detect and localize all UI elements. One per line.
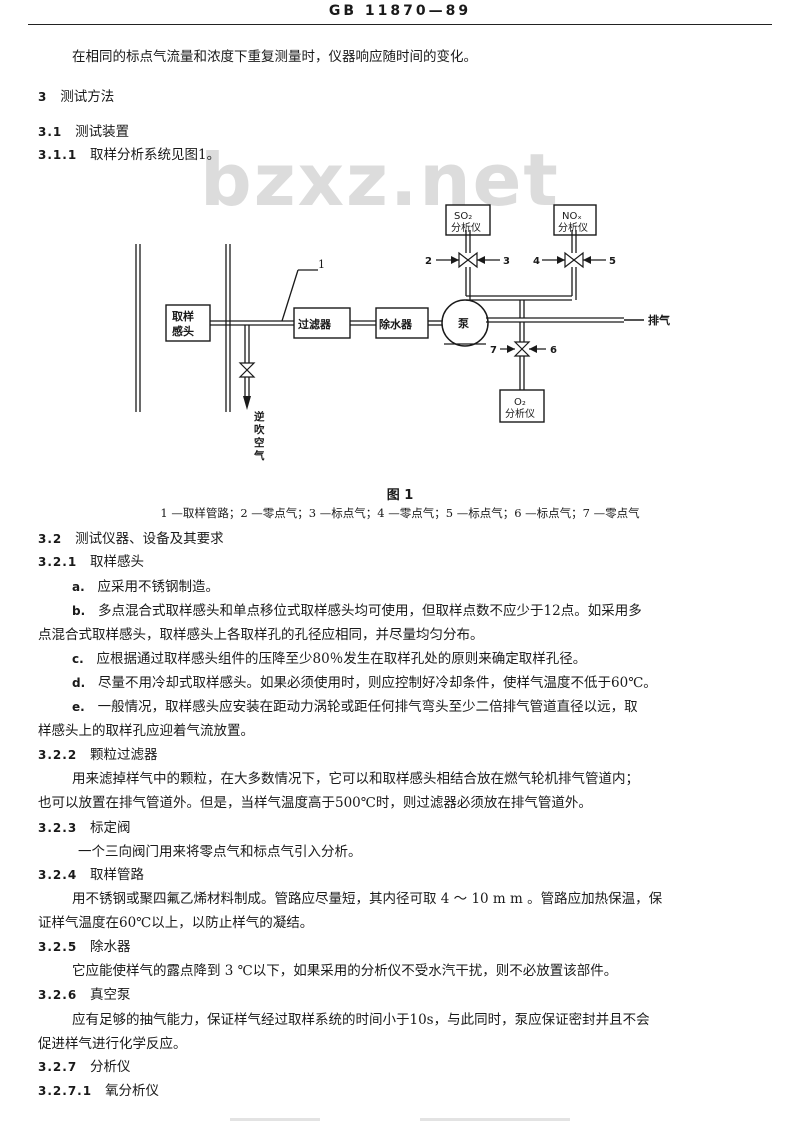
section-title: 取样感头	[90, 554, 145, 570]
item-label: e.	[72, 700, 85, 714]
section-3-2-4-heading: 3.2.4 取样管路	[38, 866, 144, 884]
so2-analyzer-line2: 分析仪	[451, 221, 481, 234]
item-b-line2: 点混合式取样感头，取样感头上各取样孔的孔径应相同，并尽量均匀分布。	[38, 627, 484, 643]
section-title: 取样管路	[90, 867, 145, 883]
probe-label-line2: 感头	[172, 324, 194, 338]
dewater-label: 除水器	[379, 317, 413, 331]
text-line: 也可以放置在排气管道外。但是，当样气温度高于500℃时，则过滤器必须放在排气管道…	[38, 795, 592, 811]
item-c: c. 应根据通过取样感头组件的压降至少80％发生在取样孔处的原则来确定取样孔径。	[72, 650, 586, 668]
watermark: bzxz.net	[200, 138, 560, 222]
section-3-1-heading: 3.1 测试装置	[38, 123, 129, 141]
item-d: d. 尽量不用冷却式取样感头。如果必须使用时，则应控制好冷却条件，使样气温度不低…	[72, 674, 657, 692]
item-text: 应根据通过取样感头组件的压降至少80％发生在取样孔处的原则来确定取样孔径。	[96, 651, 587, 667]
header-rule	[28, 24, 772, 25]
section-3-2-6-heading: 3.2.6 真空泵	[38, 986, 131, 1004]
section-title: 颗粒过滤器	[90, 747, 158, 763]
exhaust-label: 排气	[648, 313, 670, 327]
item-label: b.	[72, 604, 86, 618]
section-3-2-2-heading: 3.2.2 颗粒过滤器	[38, 746, 158, 764]
o2-analyzer-line1: O₂	[514, 397, 526, 408]
section-number: 3.2.4	[38, 868, 78, 882]
text-line: 用不锈钢或聚四氟乙烯材料制成。管路应尽量短，其内径可取 4 ～ 10 m m 。…	[72, 891, 663, 907]
item-text: 多点混合式取样感头和单点移位式取样感头均可使用，但取样点数不应少于12点。如采用…	[98, 603, 642, 619]
section-number: 3.2.2	[38, 748, 78, 762]
figure-legend: 1 —取样管路；2 —零点气；3 —标点气；4 —零点气；5 —标点气；6 —标…	[160, 506, 640, 520]
scan-artifact	[230, 1118, 320, 1121]
section-number: 3.2.7.1	[38, 1084, 93, 1098]
section-number: 3.2.5	[38, 940, 78, 954]
section-number: 3.2.1	[38, 555, 78, 569]
section-title: 真空泵	[90, 987, 131, 1003]
valve-label-4: 4	[533, 256, 540, 267]
pump-label: 泵	[458, 317, 469, 330]
section-3-2-1-heading: 3.2.1 取样感头	[38, 553, 144, 571]
item-label: c.	[72, 652, 84, 666]
text-line: 它应能使样气的露点降到 3 ℃以下，如果采用的分析仪不受水汽干扰，则不必放置该部…	[72, 963, 618, 979]
figure-title: 图 1	[386, 488, 414, 503]
so2-analyzer-line1: SO₂	[454, 211, 472, 222]
section-number: 3.2.3	[38, 821, 78, 835]
section-number: 3.2	[38, 532, 63, 546]
section-3-2-5-heading: 3.2.5 除水器	[38, 938, 131, 956]
backblow-char-4: 气	[253, 449, 265, 462]
item-text: 一般情况，取样感头应安装在距动力涡轮或距任何排气弯头至少二倍排气管道直径以远，取	[97, 699, 638, 715]
valve-label-6: 6	[550, 345, 557, 356]
text-line: 证样气温度在60℃以上，以防止样气的凝结。	[38, 915, 314, 931]
o2-analyzer-line2: 分析仪	[505, 407, 535, 420]
text-line: 一个三向阀门用来将零点气和标点气引入分析。	[78, 844, 362, 860]
section-3-2-heading: 3.2 测试仪器、设备及其要求	[38, 530, 224, 548]
section-title: 测试装置	[75, 124, 130, 140]
item-text: 尽量不用冷却式取样感头。如果必须使用时，则应控制好冷却条件，使样气温度不低于60…	[98, 675, 657, 691]
section-3-1-1-line: 3.1.1 取样分析系统见图1。	[38, 146, 220, 164]
valve-label-3: 3	[503, 256, 510, 267]
sampling-system-diagram: 1 取样 感头 过滤器 除水器 泵 排气 SO₂ 分析仪 NOₓ 分析仪 O₂ …	[135, 204, 670, 462]
item-e-line2: 样感头上的取样孔应迎着气流放置。	[38, 723, 254, 739]
section-title: 氧分析仪	[104, 1083, 159, 1099]
probe-label-line1: 取样	[172, 309, 194, 323]
text-line: 促进样气进行化学反应。	[38, 1036, 187, 1052]
item-label: a.	[72, 580, 85, 594]
valve-label-5: 5	[609, 256, 616, 267]
item-b-line1: b. 多点混合式取样感头和单点移位式取样感头均可使用，但取样点数不应少于12点。…	[72, 602, 642, 620]
section-number: 3.1.1	[38, 148, 78, 162]
section-number: 3	[38, 90, 48, 104]
item-text: 应采用不锈钢制造。	[97, 579, 220, 595]
section-title: 测试方法	[60, 89, 115, 105]
item-a: a. 应采用不锈钢制造。	[72, 578, 219, 596]
section-text: 取样分析系统见图1。	[90, 147, 221, 163]
backblow-char-3: 空	[254, 436, 265, 449]
section-3-2-7-1-heading: 3.2.7.1 氧分析仪	[38, 1082, 159, 1100]
item-label: d.	[72, 676, 86, 690]
section-number: 3.1	[38, 125, 63, 139]
filter-label: 过滤器	[298, 317, 332, 331]
section-title: 分析仪	[90, 1059, 131, 1075]
standard-number-header: GB 11870—89	[328, 3, 472, 19]
text-line: 在相同的标点气流量和浓度下重复测量时，仪器响应随时间的变化。	[72, 49, 477, 65]
valve-label-7: 7	[490, 345, 497, 356]
section-title: 标定阀	[90, 820, 131, 836]
section-3-heading: 3 测试方法	[38, 88, 114, 106]
section-number: 3.2.6	[38, 988, 78, 1002]
section-title: 除水器	[90, 939, 131, 955]
backblow-char-1: 逆	[254, 410, 265, 423]
section-title: 测试仪器、设备及其要求	[75, 531, 224, 547]
item-e-line1: e. 一般情况，取样感头应安装在距动力涡轮或距任何排气弯头至少二倍排气管道直径以…	[72, 698, 638, 716]
text-line: 应有足够的抽气能力，保证样气经过取样系统的时间小于10s，与此同时，泵应保证密封…	[72, 1012, 650, 1028]
nox-analyzer-line1: NOₓ	[562, 211, 582, 222]
text-line: 用来滤掉样气中的颗粒，在大多数情况下，它可以和取样感头相结合放在燃气轮机排气管道…	[72, 771, 639, 787]
section-number: 3.2.7	[38, 1060, 78, 1074]
callout-1: 1	[318, 258, 325, 271]
nox-analyzer-line2: 分析仪	[558, 221, 588, 234]
backblow-char-2: 吹	[254, 423, 265, 436]
section-3-2-7-heading: 3.2.7 分析仪	[38, 1058, 131, 1076]
section-3-2-3-heading: 3.2.3 标定阀	[38, 819, 131, 837]
valve-label-2: 2	[425, 256, 432, 267]
scan-artifact	[420, 1118, 570, 1121]
